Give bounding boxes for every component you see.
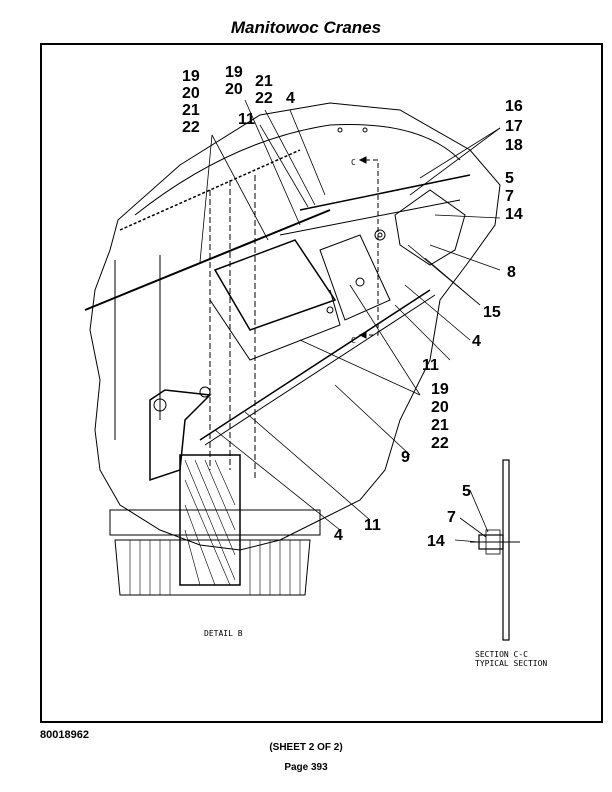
detail-label: DETAIL B [204, 629, 243, 638]
callout-18: 18 [505, 137, 523, 154]
drawing-frame [40, 43, 603, 723]
callout-17: 17 [505, 118, 523, 135]
callout-19: 19 [225, 64, 243, 81]
callout-4: 4 [334, 527, 343, 544]
inner-arc [134, 123, 461, 216]
right-panel [394, 189, 466, 266]
section-sublabel: TYPICAL SECTION [475, 659, 547, 668]
callout-5: 5 [505, 170, 514, 187]
callout-14: 14 [427, 533, 445, 550]
page-header-title: Manitowoc Cranes [230, 18, 382, 37]
gear-ring [114, 539, 311, 596]
callout-4: 4 [286, 90, 295, 107]
callout-19: 19 [431, 381, 449, 398]
callout-7: 7 [505, 188, 514, 205]
callout-19: 19 [182, 68, 200, 85]
callout-11: 11 [238, 111, 255, 128]
section-label: SECTION C-C [475, 650, 528, 659]
callout-8: 8 [507, 264, 516, 281]
callout-20: 20 [225, 81, 243, 98]
callout-20: 20 [431, 399, 449, 416]
section-mark-c: C [351, 158, 356, 167]
callout-9: 9 [401, 449, 410, 466]
callout-14: 14 [505, 206, 523, 223]
callout-15: 15 [483, 304, 501, 321]
callout-21: 21 [255, 73, 273, 90]
callout-11: 11 [422, 357, 439, 374]
section-mark-c: C [351, 336, 356, 345]
section-plate [502, 459, 510, 641]
callout-5: 5 [462, 483, 471, 500]
callout-16: 16 [505, 98, 523, 115]
callout-22: 22 [255, 90, 273, 107]
callout-21: 21 [182, 102, 200, 119]
housing-outline [89, 102, 501, 551]
sheet-label: (SHEET 2 OF 2) [269, 742, 343, 753]
callout-20: 20 [182, 85, 200, 102]
component-box [213, 239, 337, 331]
callout-22: 22 [182, 119, 200, 136]
document-number: 80018962 [40, 729, 89, 741]
callout-21: 21 [431, 417, 449, 434]
callout-22: 22 [431, 435, 449, 452]
pedestal [149, 389, 212, 482]
callout-7: 7 [447, 509, 456, 526]
page-number: Page 393 [284, 762, 328, 773]
callout-11: 11 [364, 517, 381, 534]
section-cut-line [365, 159, 379, 336]
callout-4: 4 [472, 333, 481, 350]
